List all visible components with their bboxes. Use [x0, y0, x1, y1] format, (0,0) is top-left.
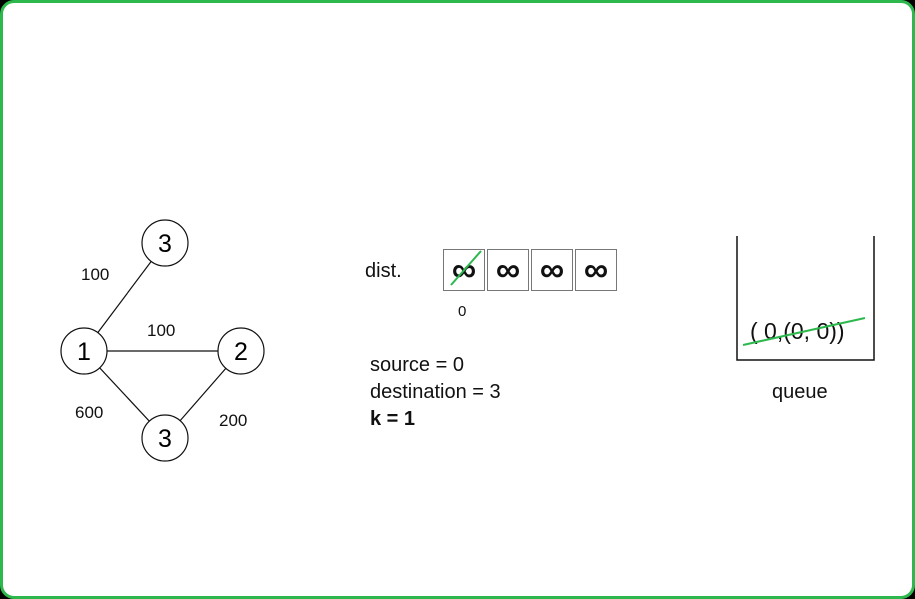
dist-array: ∞ ∞ ∞ ∞: [443, 249, 619, 291]
graph-node-circle: [141, 219, 189, 267]
queue-entry: ( 0,(0, 0)): [750, 318, 845, 344]
queue-container: [736, 236, 875, 361]
dist-cell-0-strike: [450, 250, 482, 286]
edge-weight-1-2: 100: [147, 321, 176, 340]
graph-node-label: 3: [158, 230, 172, 258]
graph-node-circle: [141, 414, 189, 462]
source-text: source = 0: [370, 354, 464, 376]
edge-weight-1-3top: 100: [81, 265, 110, 284]
dist-cell-1: ∞: [487, 249, 529, 291]
graph: 3 1 2 3: [60, 219, 265, 462]
graph-node-label: 1: [77, 338, 91, 366]
dist-cell-3: ∞: [575, 249, 617, 291]
edge-weight-1-3bottom: 600: [75, 403, 104, 422]
destination-text: destination = 3: [370, 381, 501, 403]
k-text: k = 1: [370, 408, 416, 430]
graph-node-circle: [217, 327, 265, 375]
edge-weight-3bottom-2: 200: [219, 411, 248, 430]
graph-node-n3bottom: 3: [141, 414, 189, 462]
graph-node-circle: [60, 327, 108, 375]
queue-entry-strike: [742, 317, 866, 346]
dist-label: dist.: [365, 260, 402, 282]
graph-node-n2: 2: [217, 327, 265, 375]
graph-node-n1: 1: [60, 327, 108, 375]
queue-label: queue: [772, 381, 828, 403]
graph-node-label: 3: [158, 425, 172, 453]
graph-node-label: 2: [234, 338, 248, 366]
dist-updated-value: 0: [458, 303, 467, 320]
graph-node-n3top: 3: [141, 219, 189, 267]
dist-cell-2: ∞: [531, 249, 573, 291]
